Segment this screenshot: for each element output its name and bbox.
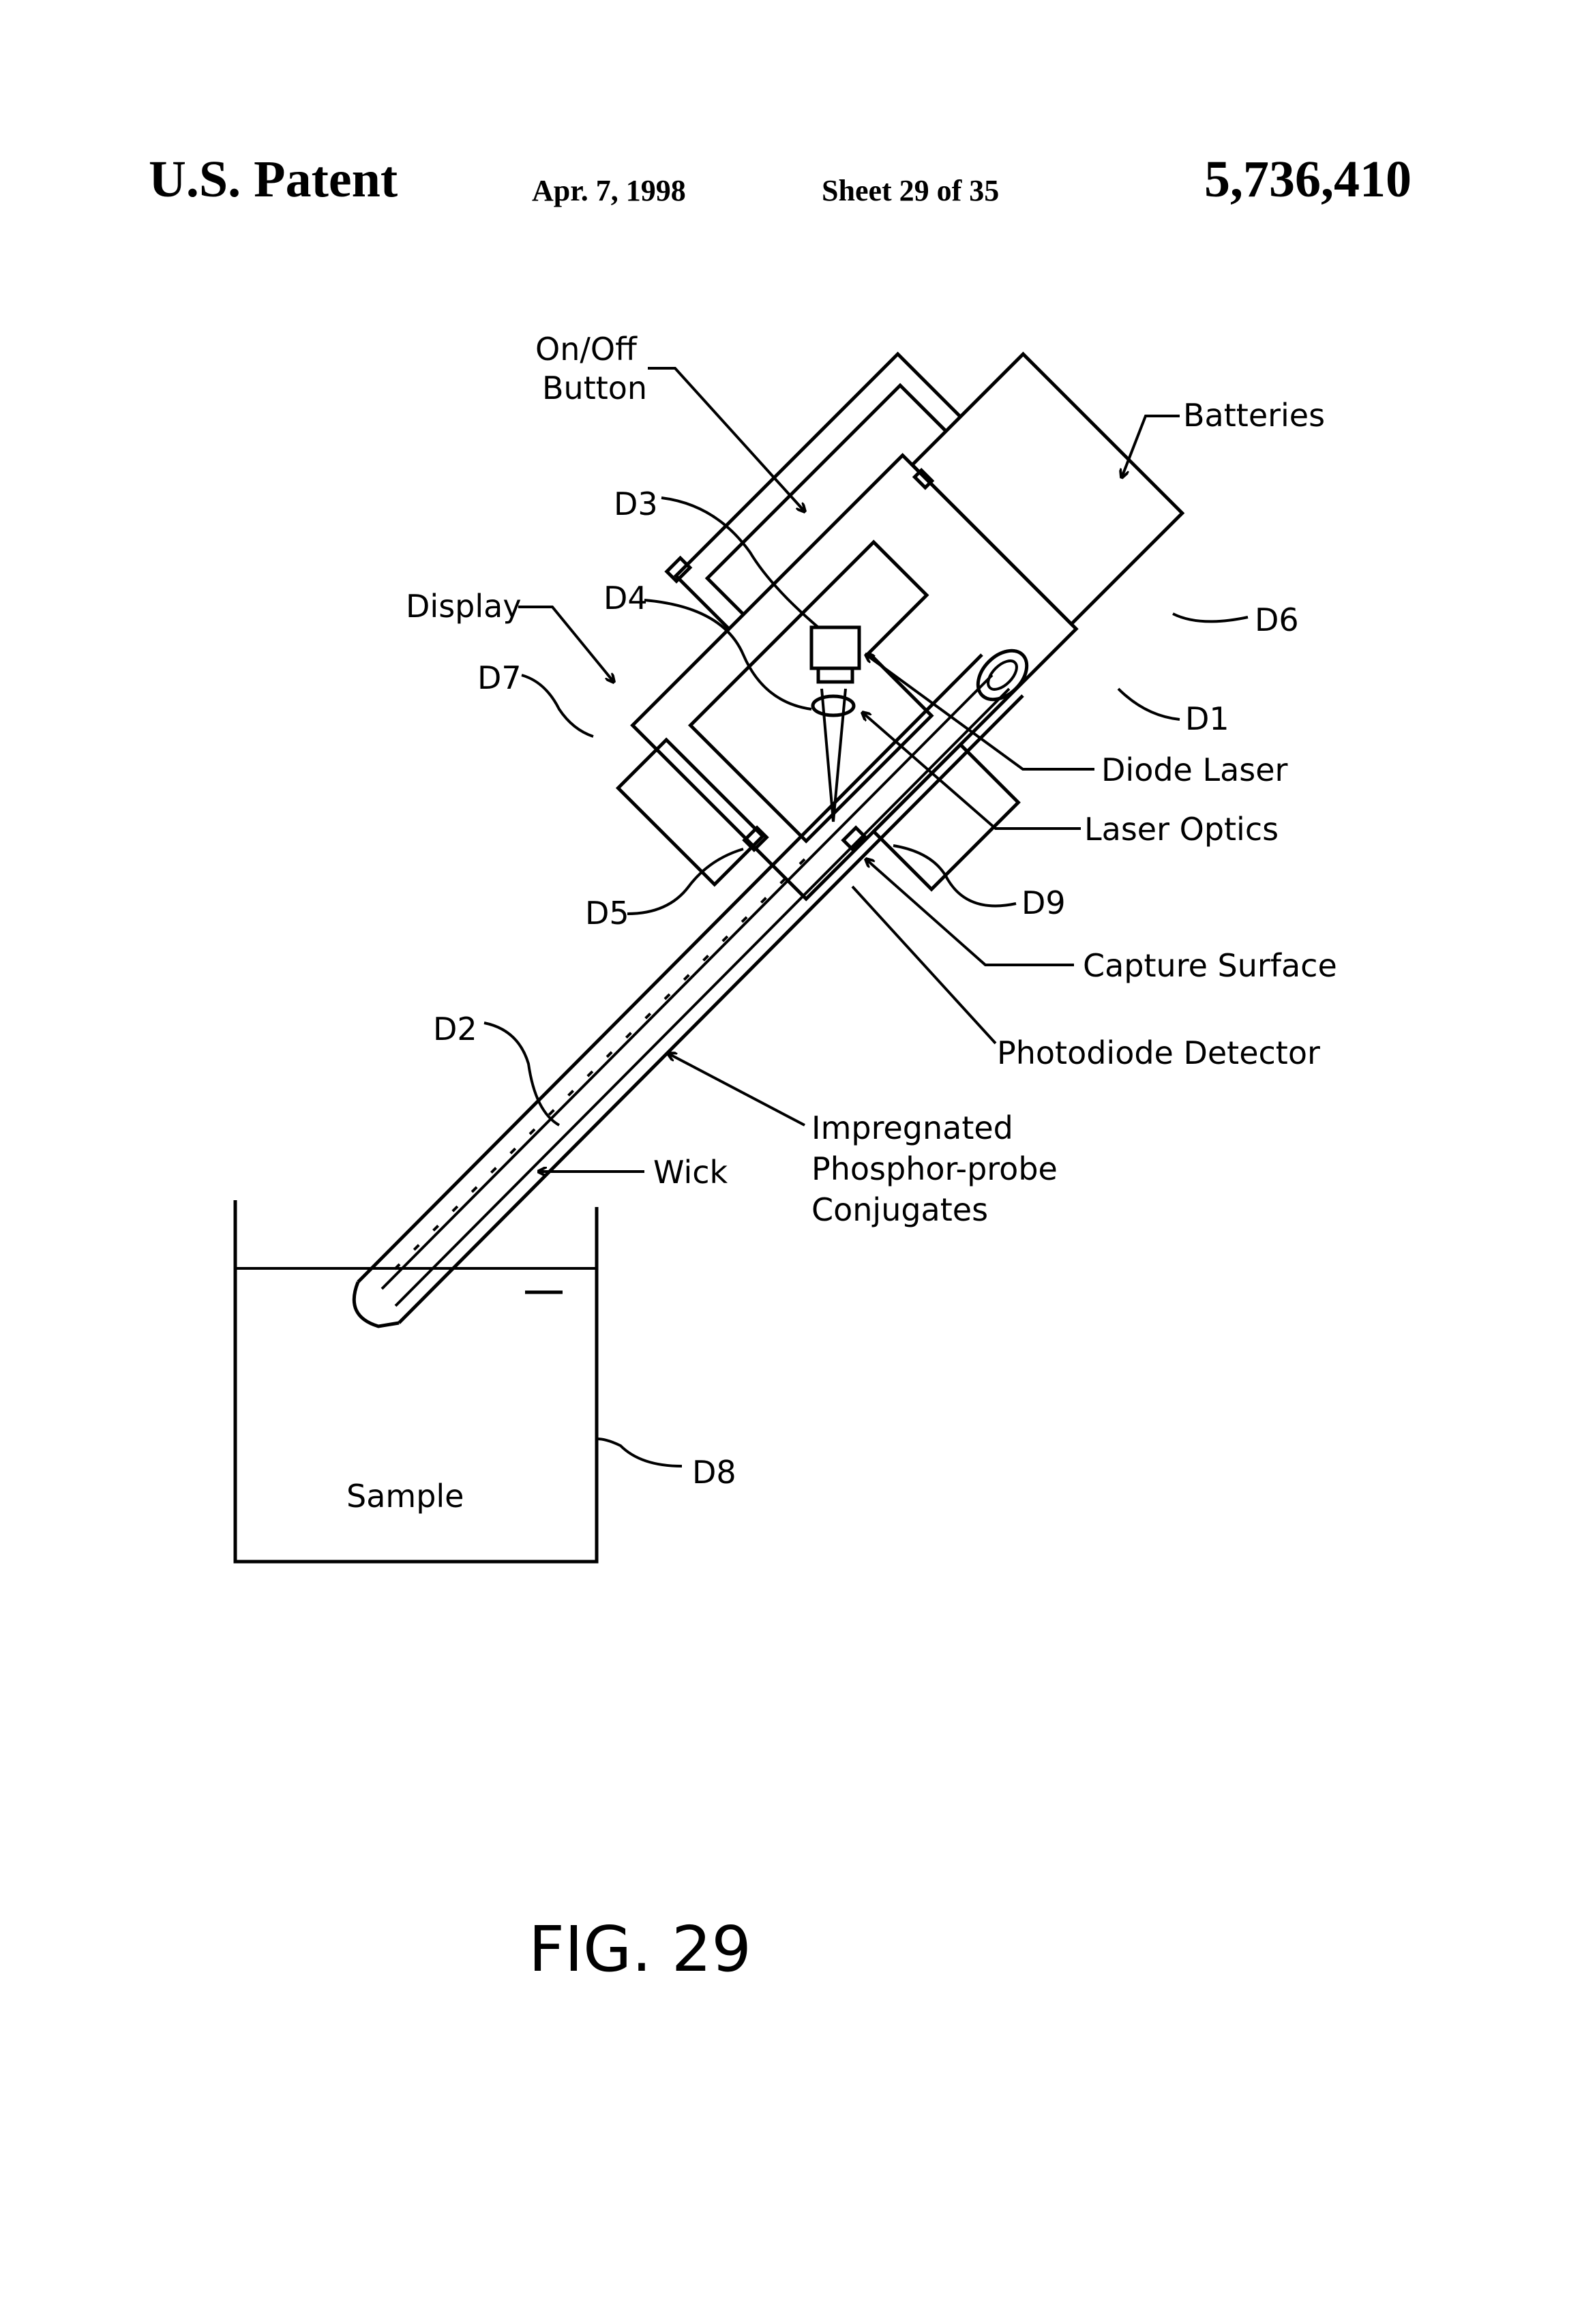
label-photodiode-detector: Photodiode Detector [997,1034,1320,1071]
leader-d5 [627,849,743,914]
capture-surface [844,828,866,850]
label-on-off-2: Button [542,370,647,406]
label-laser-optics: Laser Optics [1084,811,1279,848]
leader-d4 [644,600,811,709]
leader-d8 [597,1439,682,1466]
label-d7: D7 [477,659,522,696]
label-capture-surface: Capture Surface [1083,947,1337,984]
tube-top-opening [969,642,1036,709]
label-sample: Sample [346,1478,464,1515]
figure-label: FIG. 29 [528,1913,751,1986]
label-diode-laser: Diode Laser [1101,751,1288,788]
label-d6: D6 [1255,601,1299,638]
label-wick: Wick [653,1154,728,1191]
leader-on-off [648,368,805,511]
label-batteries: Batteries [1183,397,1325,434]
leader-d2 [484,1023,559,1125]
label-impregnated-3: Conjugates [811,1191,988,1228]
display-block [618,740,762,884]
label-d3: D3 [614,486,658,522]
tube-outer-bottom [399,696,1023,1323]
label-d4: D4 [603,580,648,616]
leader-d7 [522,675,593,736]
leader-d6 [1173,614,1248,621]
d5-contact [745,828,767,850]
diode-laser [811,627,859,668]
diode-laser-assembly [811,627,859,822]
label-d5: D5 [585,895,629,932]
leader-d1 [1118,689,1180,719]
leader-d9 [893,846,1016,906]
tube-bottom-end [354,1282,399,1326]
leader-display [518,607,614,682]
laser-mount [818,668,852,682]
battery-contact [914,471,931,488]
label-on-off-1: On/Off [535,331,638,368]
label-display: Display [406,588,522,625]
label-d8: D8 [692,1454,736,1491]
label-d9: D9 [1021,884,1066,921]
label-d2: D2 [433,1011,477,1047]
label-impregnated-1: Impregnated [811,1109,1013,1146]
leader-batteries [1122,416,1180,477]
leader-impregnated [668,1054,805,1125]
on-off-button [667,558,690,581]
laser-optics-lens [813,696,854,715]
label-d1: D1 [1185,700,1229,737]
battery-compartment [912,354,1182,624]
housing-body [633,456,1077,899]
label-impregnated-2: Phosphor-probe [811,1150,1058,1187]
detector-block [874,745,1018,889]
